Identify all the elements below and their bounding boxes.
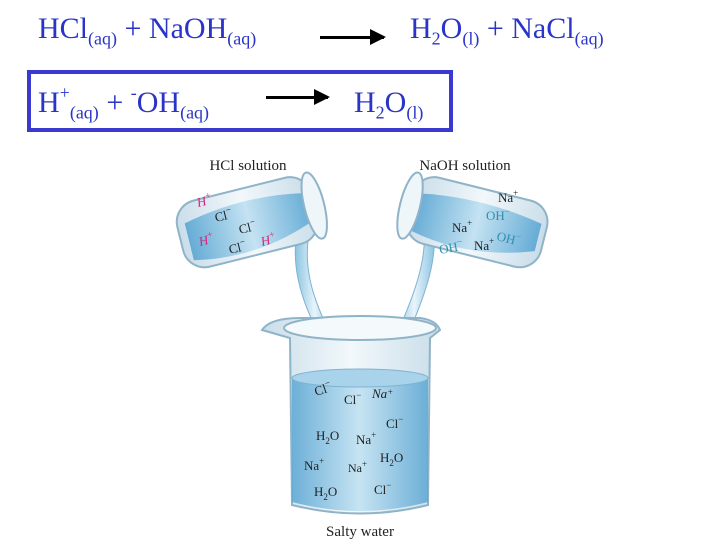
salty-h2o: H2O — [380, 450, 403, 468]
eq1-reactant-hcl: HCl — [38, 12, 89, 45]
label-naoh-solution: NaOH solution — [419, 158, 511, 174]
salty-cl-ion: Cl− — [386, 414, 403, 431]
eq1-sub: 2 — [431, 28, 441, 49]
hcl-h-ion: H+ — [258, 229, 278, 249]
eq1-state: (l) — [462, 28, 480, 49]
eq1-product-water-h: H — [410, 12, 432, 45]
eq1-plus: + — [486, 12, 504, 45]
eq2-state: (aq) — [69, 102, 99, 123]
eq1-arrow — [320, 29, 386, 45]
salty-cl-ion: Cl− — [374, 480, 391, 497]
hcl-h-ion: H+ — [194, 190, 214, 210]
eq2-sup: + — [59, 82, 70, 103]
eq2-arrow — [266, 89, 330, 105]
net-ionic-box — [27, 70, 453, 132]
eq1-reactant-naoh: NaOH — [148, 12, 228, 45]
hcl-h-ion: H+ — [196, 229, 216, 249]
hcl-cl-ion: Cl− — [227, 236, 248, 257]
equation-2: H+(aq) + -OH(aq) — [38, 84, 209, 122]
eq2-plus: + — [106, 86, 124, 119]
eq1-state: (aq) — [88, 28, 117, 49]
hcl-cl-ion: Cl− — [213, 204, 234, 225]
salty-na-ion: Na+ — [371, 386, 393, 401]
naoh-oh-ion: OH− — [438, 236, 464, 257]
salty-water-beaker — [260, 315, 442, 515]
equation-1: HCl(aq) + NaOH(aq) — [38, 12, 256, 48]
naoh-beaker — [396, 171, 549, 269]
eq2-water-o: O — [384, 86, 407, 119]
eq2-sup: - — [130, 82, 137, 103]
salty-na-ion: Na+ — [348, 459, 367, 475]
eq1-product-nacl: NaCl — [511, 12, 575, 45]
equation-1-products: H2O(l) + NaCl(aq) — [410, 12, 604, 48]
eq1-plus: + — [124, 12, 142, 45]
eq1-product-water-o: O — [440, 12, 463, 45]
label-hcl-solution: HCl solution — [209, 158, 287, 174]
eq2-state: (l) — [406, 102, 424, 123]
eq1-state: (aq) — [227, 28, 257, 49]
eq2-water-h: H — [354, 86, 376, 119]
salty-h2o: H2O — [316, 428, 339, 446]
equation-2-product: H2O(l) — [354, 86, 423, 122]
salty-cl-ion: Cl− — [312, 377, 334, 399]
label-salty-water: Salty water — [326, 524, 394, 540]
salty-h2o: H2O — [314, 484, 337, 502]
salty-cl-ion: Cl− — [344, 390, 361, 407]
eq2-sub: 2 — [375, 102, 385, 123]
hcl-cl-ion: Cl− — [237, 216, 258, 237]
salty-na-ion: Na+ — [304, 456, 324, 473]
hcl-beaker — [175, 171, 328, 269]
naoh-na-ion: Na+ — [498, 188, 518, 205]
salty-na-ion: Na+ — [356, 430, 376, 447]
eq2-hydroxide: OH — [136, 86, 181, 119]
naoh-na-ion: Na+ — [474, 236, 494, 253]
eq2-hydrogen: H — [38, 86, 60, 119]
eq2-state: (aq) — [180, 102, 210, 123]
naoh-oh-ion: OH− — [486, 206, 510, 223]
naoh-oh-ion: OH− — [495, 226, 522, 248]
naoh-na-ion: Na+ — [452, 218, 472, 235]
eq1-state: (aq) — [574, 28, 604, 49]
